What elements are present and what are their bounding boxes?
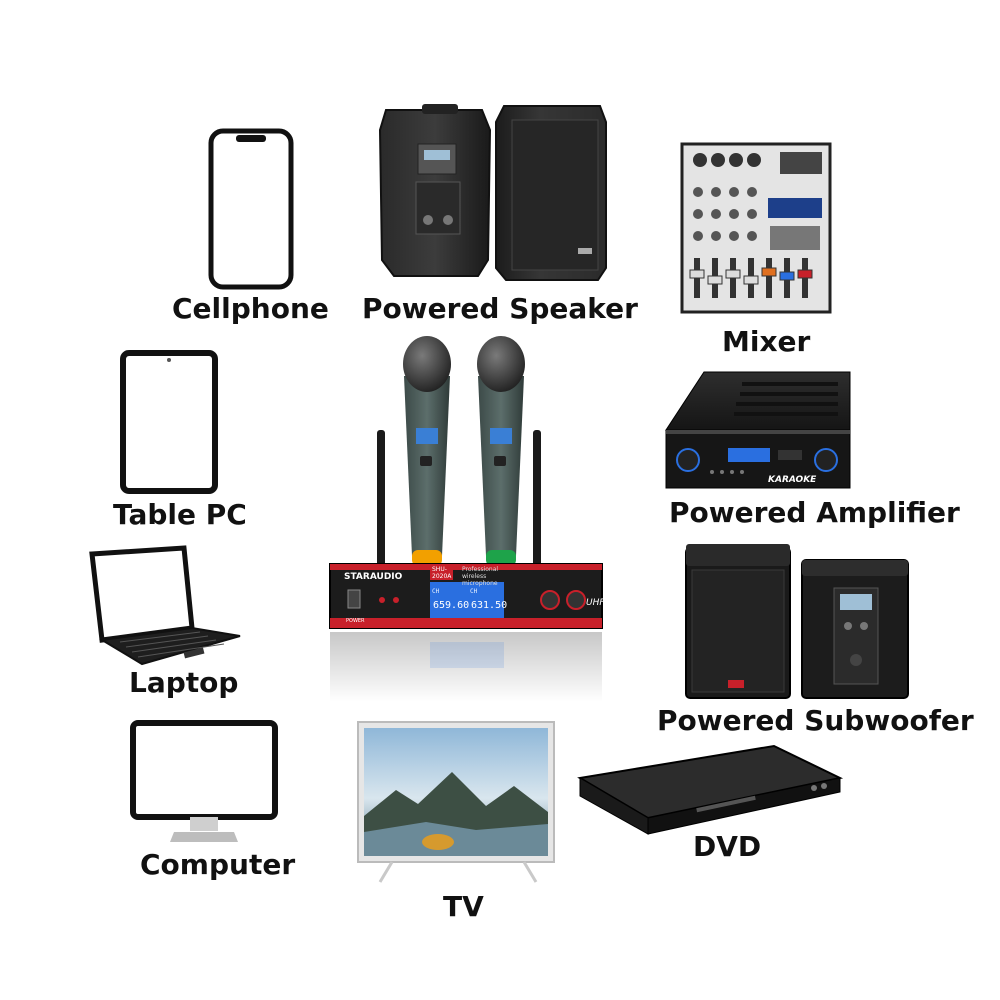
mixer-icon bbox=[680, 142, 832, 314]
tablet-icon bbox=[120, 350, 218, 494]
wireless-microphone-system-icon bbox=[329, 336, 603, 702]
tv-label: TV bbox=[443, 890, 484, 923]
cellphone-icon bbox=[208, 128, 294, 290]
receiver-freq-b: 631.50 bbox=[471, 600, 508, 611]
dvd-label: DVD bbox=[693, 830, 762, 863]
receiver-model: SHU-2020A bbox=[430, 566, 454, 580]
tv-icon bbox=[357, 721, 555, 883]
amplifier-brand: KARAOKE bbox=[768, 475, 817, 485]
dvd-player-icon bbox=[577, 744, 844, 835]
receiver-channel-a: CH bbox=[432, 588, 439, 595]
computer-label: Computer bbox=[140, 848, 296, 881]
receiver-band: UHF bbox=[586, 598, 605, 608]
computer-monitor-icon bbox=[130, 720, 278, 842]
powered-subwoofer-icon bbox=[685, 544, 909, 699]
receiver-ch-label-a: CH bbox=[432, 588, 440, 595]
receiver-channel-b: CH bbox=[470, 588, 477, 595]
powered-speaker-label: Powered Speaker bbox=[362, 292, 638, 325]
cellphone-label: Cellphone bbox=[172, 292, 329, 325]
receiver-brand: STARAUDIO bbox=[344, 572, 403, 582]
laptop-icon bbox=[89, 545, 241, 666]
powered-speaker-icon bbox=[378, 104, 607, 281]
table-pc-label: Table PC bbox=[113, 498, 247, 531]
powered-amplifier-icon bbox=[665, 371, 851, 489]
receiver-tagline: Professional wireless microphone bbox=[462, 566, 499, 587]
receiver-freq-a: 659.60 bbox=[433, 600, 470, 611]
powered-amplifier-label: Powered Amplifier bbox=[669, 496, 960, 529]
powered-subwoofer-label: Powered Subwoofer bbox=[657, 704, 974, 737]
laptop-label: Laptop bbox=[129, 666, 239, 699]
mixer-label: Mixer bbox=[722, 325, 811, 358]
receiver-power-label: POWER bbox=[346, 618, 365, 624]
receiver-ch-label-b: CH bbox=[470, 588, 478, 595]
